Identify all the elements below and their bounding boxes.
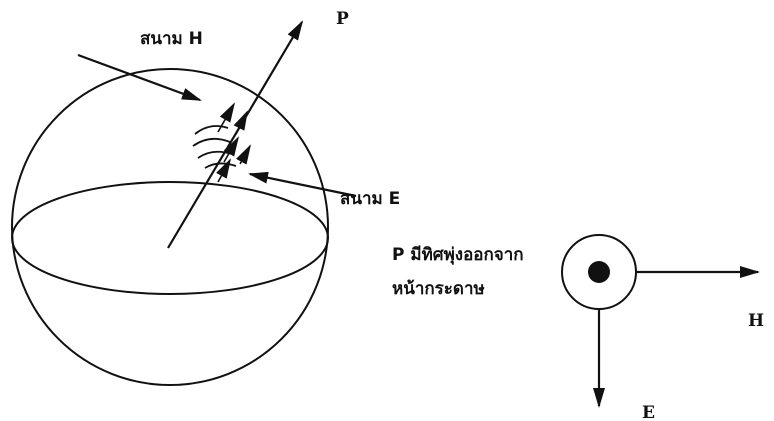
e-field-label: สนาม E xyxy=(340,189,400,209)
mini-arrow xyxy=(236,144,251,165)
e-field-arrow xyxy=(248,171,357,198)
mini-arrow-group xyxy=(216,102,251,183)
h-field-label: สนาม H xyxy=(140,29,203,49)
p-label: P xyxy=(336,9,349,29)
sphere-equator-ellipse xyxy=(11,181,329,295)
mini-arrow xyxy=(217,102,235,133)
h-field-arrow xyxy=(77,53,202,102)
h-axis-label: H xyxy=(748,311,764,331)
sphere-outline xyxy=(11,68,329,386)
mini-arrow xyxy=(233,110,248,135)
out-of-page-dot xyxy=(588,261,610,283)
p-caption-line2: หน้ากระดาษ xyxy=(392,279,485,299)
e-axis-label: E xyxy=(642,403,655,421)
p-vector-arrow xyxy=(167,20,304,249)
p-caption-line1: P มีทิศพุ่งออกจาก xyxy=(392,244,524,265)
out-of-page-symbol xyxy=(561,234,637,310)
wave-curve xyxy=(192,137,231,147)
mini-arrow xyxy=(216,158,231,183)
mini-arrow xyxy=(223,136,240,163)
wave-curve xyxy=(194,125,229,135)
sphere xyxy=(11,68,329,386)
wave-curve xyxy=(204,162,237,169)
